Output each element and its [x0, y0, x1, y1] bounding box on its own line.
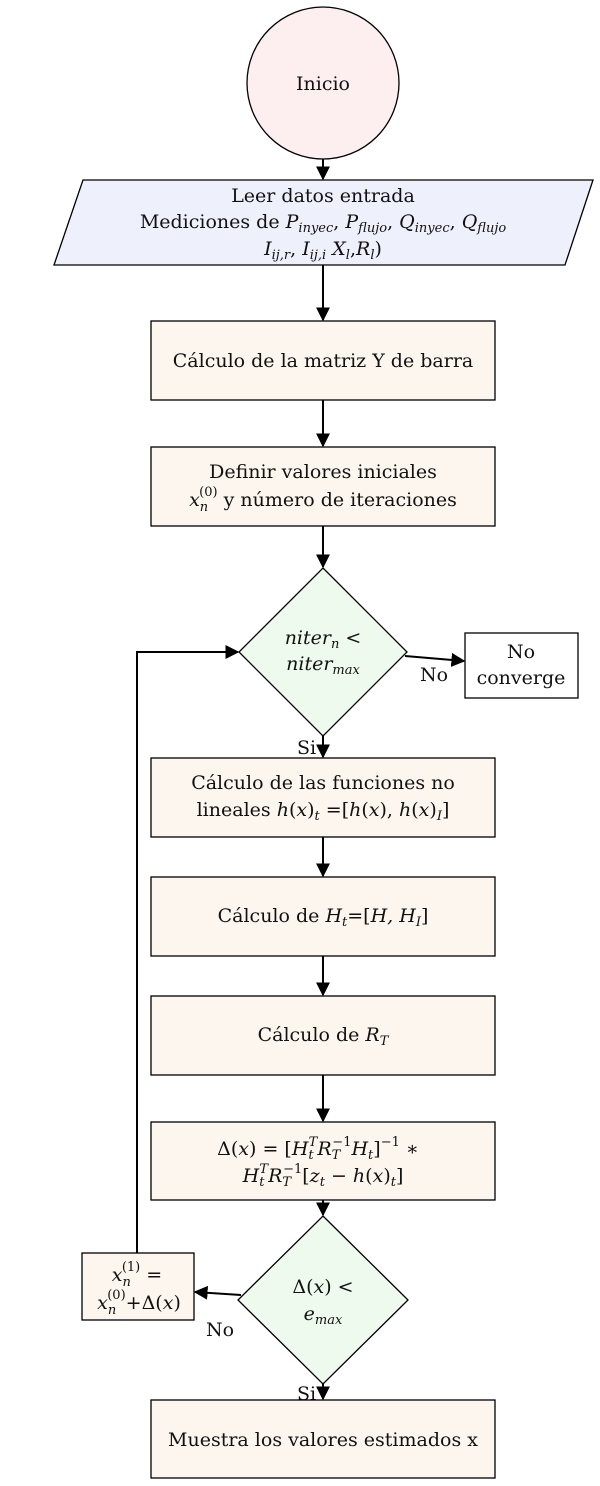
init-box — [150, 446, 496, 527]
decision-err-line-2: emax — [304, 1303, 343, 1328]
init-line-2: xn(0) y número de iteraciones — [189, 485, 457, 515]
input-line-2: Mediciones de Pinyec, Pflujo, Qinyec, Qf… — [140, 211, 507, 236]
delta-line-1: Δ(x) = [HtTRT−1Ht]−1 ∗ — [217, 1135, 419, 1163]
input-line-3: Iij,r, Iij,i Xl,Rl) — [263, 238, 382, 263]
decision-err-shape — [237, 1215, 409, 1385]
decision-err-node: Δ(x) < emax — [237, 1215, 409, 1385]
delta-box — [150, 1121, 496, 1201]
edge-label-no-2: No — [206, 1319, 234, 1341]
input-node: Leer datos entrada Mediciones de Pinyec,… — [53, 179, 594, 266]
no-converge-line-1: No — [507, 641, 535, 663]
result-box — [150, 1399, 496, 1479]
jacobian-label: Cálculo de Ht=[H, HI] — [218, 905, 429, 930]
jacobian-node: Cálculo de Ht=[H, HI] — [150, 876, 496, 957]
edge-update-loop — [136, 645, 240, 1253]
no-converge-node: No converge — [464, 632, 579, 699]
edge-label-no-1: No — [420, 664, 448, 686]
no-converge-box — [464, 632, 579, 699]
init-line-1: Definir valores iniciales — [209, 461, 437, 483]
edge-decision-update — [193, 1285, 242, 1300]
edge-decision-noconverge — [404, 652, 466, 667]
edges — [136, 159, 466, 1401]
input-line-1: Leer datos entrada — [231, 185, 415, 207]
decision-iter-line-2: nitermax — [286, 653, 360, 678]
update-node: xn(1) = xn(0)+Δ(x) — [81, 1252, 195, 1321]
delta-line-2: HtTRT−1[zt − h(x)t] — [242, 1162, 404, 1190]
funcs-line-2: lineales h(x)t =[h(x), h(x)I] — [197, 799, 450, 824]
input-shape — [53, 179, 594, 266]
decision-iter-shape — [238, 567, 408, 737]
decision-iter-line-1: nitern < — [285, 627, 362, 652]
edge-label-si-1: Si — [297, 737, 316, 759]
no-converge-line-2: converge — [477, 667, 566, 689]
start-node: Inicio — [246, 6, 400, 160]
update-line-1: xn(1) = — [112, 1260, 162, 1290]
decision-err-line-1: Δ(x) < — [292, 1276, 353, 1298]
ybus-node: Cálculo de la matriz Y de barra — [150, 320, 496, 401]
result-node: Muestra los valores estimados x — [150, 1399, 496, 1479]
weights-box — [150, 995, 496, 1076]
delta-node: Δ(x) = [HtTRT−1Ht]−1 ∗ HtTRT−1[zt − h(x)… — [150, 1121, 496, 1201]
input-line-2-text: Mediciones de — [140, 211, 286, 233]
ybus-label: Cálculo de la matriz Y de barra — [173, 350, 473, 372]
decision-iter-node: nitern < nitermax — [238, 567, 408, 737]
start-label: Inicio — [296, 73, 350, 95]
weights-label: Cálculo de RT — [258, 1024, 390, 1049]
init-node: Definir valores iniciales xn(0) y número… — [150, 446, 496, 527]
funcs-node: Cálculo de las funciones no lineales h(x… — [150, 757, 496, 838]
funcs-line-1: Cálculo de las funciones no — [191, 772, 455, 794]
ybus-box — [150, 320, 496, 401]
funcs-box — [150, 757, 496, 838]
weights-node: Cálculo de RT — [150, 995, 496, 1076]
update-box — [81, 1252, 195, 1321]
result-label: Muestra los valores estimados x — [168, 1429, 478, 1451]
update-line-2: xn(0)+Δ(x) — [97, 1288, 181, 1318]
